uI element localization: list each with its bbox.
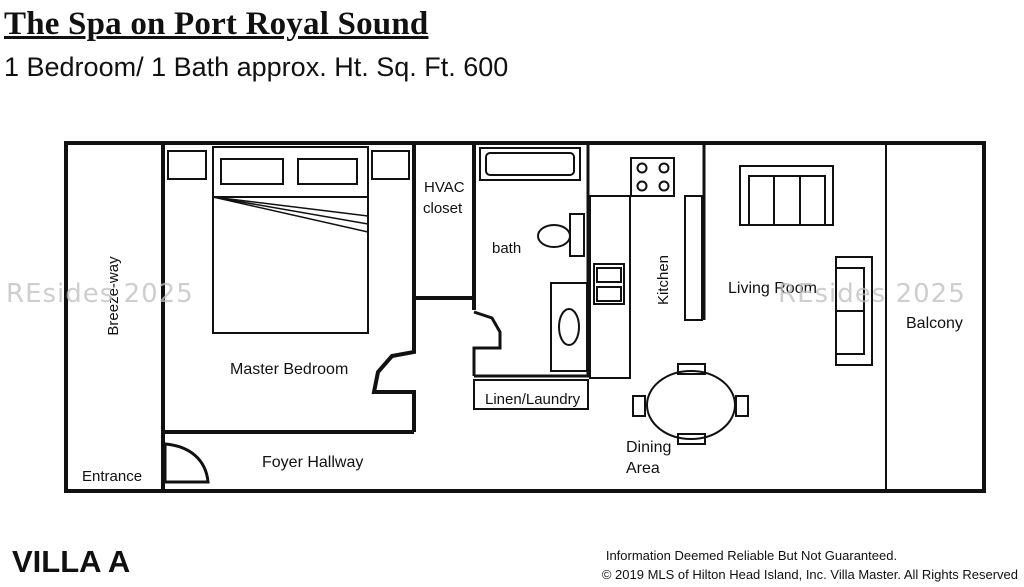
villa-label: VILLA A bbox=[12, 544, 131, 579]
room-label-hvac: HVAC bbox=[424, 179, 465, 196]
dining-chair-right bbox=[735, 395, 749, 417]
nightstand-left bbox=[167, 150, 207, 180]
room-label-bath: bath bbox=[492, 240, 521, 257]
kitchen-island bbox=[684, 195, 703, 321]
disclaimer: Information Deemed Reliable But Not Guar… bbox=[602, 546, 1018, 584]
room-label-master-bedroom: Master Bedroom bbox=[230, 361, 348, 378]
bath-door bbox=[472, 310, 502, 376]
pillow-left bbox=[220, 158, 284, 185]
linen-laundry-closet bbox=[473, 379, 589, 410]
toilet-bowl bbox=[537, 224, 571, 248]
room-label-living-room: Living Room bbox=[728, 280, 817, 297]
entry-door bbox=[163, 442, 210, 484]
page-title: The Spa on Port Royal Sound bbox=[4, 6, 429, 42]
room-label-area: Area bbox=[626, 460, 660, 477]
bathtub bbox=[479, 147, 581, 181]
outer-wall bbox=[64, 141, 986, 493]
sofa bbox=[739, 165, 834, 226]
room-label-balcony: Balcony bbox=[906, 315, 963, 332]
vanity bbox=[550, 282, 588, 372]
bed bbox=[212, 146, 369, 334]
dining-chair-top bbox=[677, 363, 706, 375]
disclaimer-line-2: © 2019 MLS of Hilton Head Island, Inc. V… bbox=[601, 567, 1018, 582]
stove bbox=[630, 157, 675, 197]
kitchen-counter bbox=[589, 195, 631, 379]
watermark-left: REsides 2025 bbox=[6, 279, 194, 309]
dining-chair-left bbox=[632, 395, 646, 417]
page-subtitle: 1 Bedroom/ 1 Bath approx. Ht. Sq. Ft. 60… bbox=[4, 52, 509, 82]
room-label-linen-laundry: Linen/Laundry bbox=[485, 391, 581, 408]
room-label-foyer-hallway: Foyer Hallway bbox=[262, 454, 363, 471]
nightstand-right bbox=[371, 150, 410, 180]
disclaimer-line-1: Information Deemed Reliable But Not Guar… bbox=[605, 548, 898, 563]
room-label-breezeway: Breeze-way bbox=[105, 256, 122, 336]
room-label-kitchen: Kitchen bbox=[655, 255, 672, 305]
bedroom-right-wall bbox=[371, 143, 416, 432]
toilet-tank bbox=[569, 213, 585, 257]
pillow-right bbox=[297, 158, 358, 185]
watermark-right: REsides 2025 bbox=[778, 279, 966, 309]
room-label-dining: Dining bbox=[626, 439, 671, 456]
dining-table bbox=[646, 370, 736, 440]
dining-chair-bottom bbox=[677, 433, 706, 445]
sink bbox=[558, 308, 580, 346]
room-label-entrance: Entrance bbox=[82, 468, 142, 485]
room-label-closet: closet bbox=[423, 200, 463, 217]
kitchen-sink bbox=[593, 263, 625, 305]
